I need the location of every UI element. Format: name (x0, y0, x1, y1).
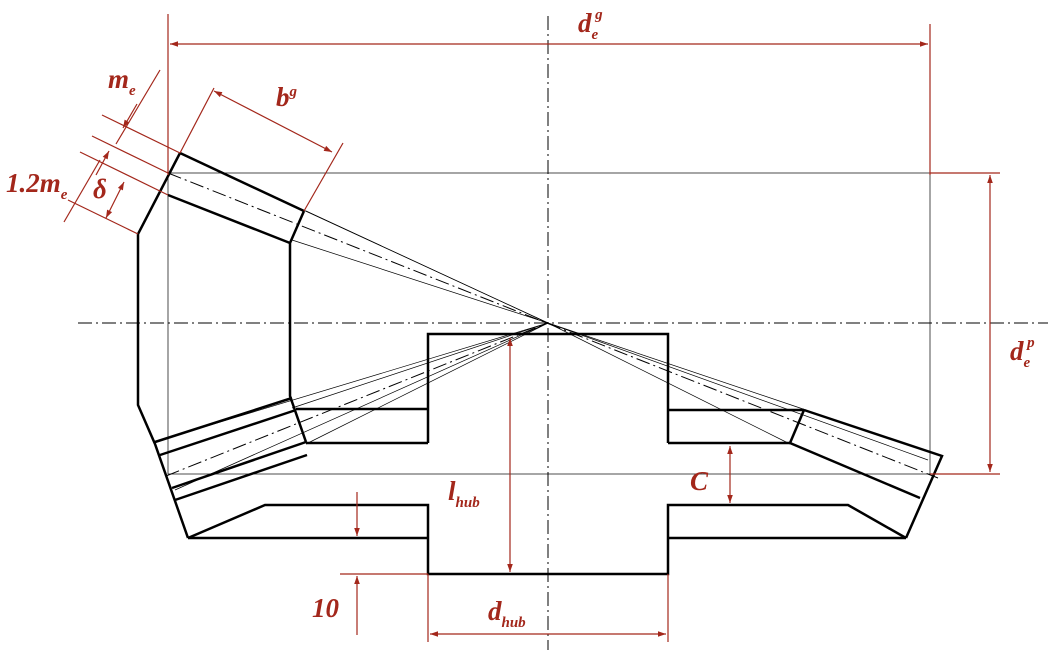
dim-12me (63, 159, 101, 223)
labels: deg dep me bg 1.2me δ lhub dhub C (6, 7, 1035, 631)
gear-outline (136, 151, 944, 576)
hub-top (426, 332, 670, 443)
label-de-g: deg (578, 7, 603, 43)
ray-6 (547, 322, 929, 461)
ray-4 (547, 322, 807, 411)
bottom-profile (187, 503, 907, 576)
ext-delta (67, 199, 139, 235)
dimensions (63, 14, 1000, 642)
lower-left-tooth-1 (154, 396, 293, 444)
label-d-hub: dhub (488, 596, 526, 631)
ray-7 (291, 322, 549, 409)
lower-left-tooth-2 (159, 408, 297, 457)
upper-tooth-top (179, 151, 305, 213)
pitch-rectangle (167, 172, 931, 475)
right-tooth-outline (803, 408, 944, 539)
label-c: C (690, 466, 709, 496)
dim-delta (105, 181, 125, 219)
ext-bg-right (303, 142, 344, 212)
upper-tooth-inner (288, 210, 308, 443)
right-tooth-root (789, 441, 921, 500)
right-tooth-inner (788, 409, 806, 444)
ext-me-mid (91, 135, 169, 174)
ext-me-top (101, 114, 181, 154)
upper-tooth-root (167, 193, 291, 245)
lower-left-tooth-3 (171, 440, 307, 490)
lower-left-tooth-4 (174, 453, 308, 502)
label-de-p: dep (1010, 335, 1035, 371)
ray-3 (291, 239, 549, 324)
ray-2 (305, 210, 549, 324)
dim-bg (213, 90, 333, 153)
ext-bg-left (179, 87, 215, 154)
label-delta: δ (93, 174, 107, 204)
label-bg: bg (276, 82, 298, 112)
dim-me-arrow-bottom (95, 150, 110, 176)
upper-tooth-outer (136, 152, 190, 539)
ext-me-bottom (79, 151, 169, 196)
label-me: me (108, 64, 136, 99)
label-12me: 1.2me (6, 168, 68, 203)
pitch-cone-line-lower (165, 322, 549, 477)
dim-me (115, 69, 161, 145)
dim-me-arrow-top (122, 103, 138, 129)
ray-10 (174, 322, 549, 491)
label-l-hub: lhub (448, 476, 480, 511)
label-ten: 10 (312, 593, 340, 623)
